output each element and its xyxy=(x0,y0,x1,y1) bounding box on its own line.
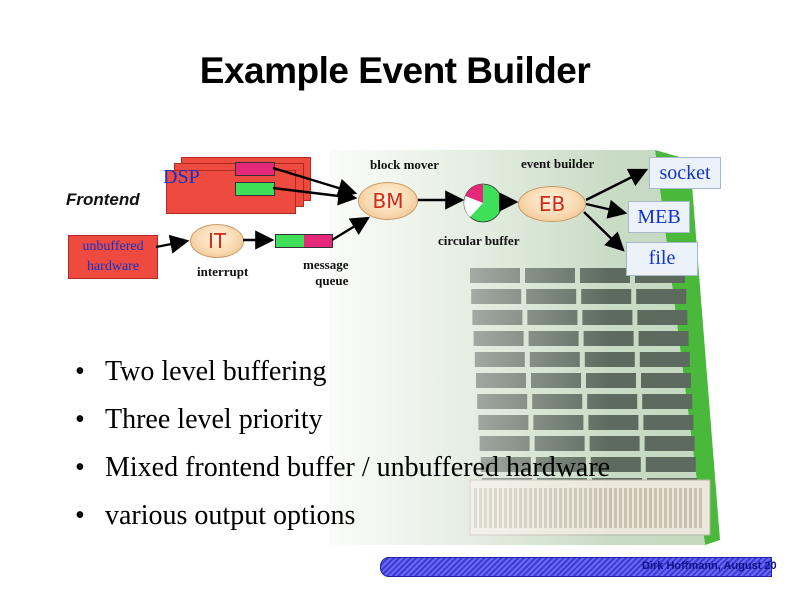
bullet-dot: • xyxy=(75,500,85,531)
bm-node: BM xyxy=(358,182,418,220)
connector-pin xyxy=(629,488,632,528)
block-mover-label: block mover xyxy=(370,157,439,172)
arrow-eb-to-file xyxy=(583,211,625,252)
unbuffered-label-line1: unbuffered xyxy=(82,239,144,254)
output-socket: socket xyxy=(649,157,721,189)
connector-pin xyxy=(639,488,642,528)
connector-pin xyxy=(609,488,612,528)
connector-pin xyxy=(694,488,697,528)
memory-chip xyxy=(636,289,687,304)
unbuffered-label-line2: hardware xyxy=(86,259,140,274)
interrupt-label: interrupt xyxy=(197,264,249,279)
connector-pin xyxy=(664,488,667,528)
slide-title: Example Event Builder xyxy=(199,50,591,91)
arrow-queue-to-bm xyxy=(331,216,371,242)
bullet-text: various output options xyxy=(105,500,356,531)
eb-label: EB xyxy=(538,192,566,216)
arrow-buffer-green-to-bm xyxy=(272,186,358,206)
bullet-dot: • xyxy=(75,356,85,387)
bm-label: BM xyxy=(372,189,404,213)
footer-bar xyxy=(380,557,772,577)
message-queue-slot-green xyxy=(276,235,304,247)
event-builder-label: event builder xyxy=(521,156,595,171)
connector-pin xyxy=(624,488,627,528)
footer-author-date: Dirk Hoffmann, August 20 xyxy=(642,560,777,572)
memory-chip xyxy=(642,394,693,409)
memory-chip xyxy=(643,415,694,430)
bullet-text: Mixed frontend buffer / unbuffered hardw… xyxy=(105,452,611,483)
message-queue-label: message queue xyxy=(303,257,349,289)
circular-buffer-label: circular buffer xyxy=(438,233,520,248)
unbuffered-hardware-box: unbuffered hardware xyxy=(68,235,158,279)
it-label: IT xyxy=(207,229,227,253)
output-file: file xyxy=(626,242,698,276)
connector-pin xyxy=(679,488,682,528)
memory-chip xyxy=(639,352,690,367)
connector-pin xyxy=(684,488,687,528)
message-queue-buffer xyxy=(275,234,333,248)
connector-pin xyxy=(674,488,677,528)
connector-pin xyxy=(699,488,702,528)
frontend-label: Frontend xyxy=(66,190,140,209)
arrow-eb-to-socket xyxy=(585,168,649,202)
memory-chip xyxy=(645,457,696,472)
connector-pin xyxy=(619,488,622,528)
connector-pin xyxy=(644,488,647,528)
connector-pin xyxy=(689,488,692,528)
connector-pin xyxy=(614,488,617,528)
dsp-label: DSP xyxy=(163,166,200,188)
arrow-unbuffered-to-it xyxy=(155,234,190,254)
memory-chip xyxy=(644,436,695,451)
memory-chip xyxy=(638,331,689,346)
bullet-dot: • xyxy=(75,404,85,435)
eb-node: EB xyxy=(518,186,586,222)
memory-chip xyxy=(641,373,691,388)
connector-pin xyxy=(634,488,637,528)
message-queue-slot-pink xyxy=(304,235,332,247)
output-meb: MEB xyxy=(628,201,690,233)
slide: Example Event Builder DSP Frontend unbuf… xyxy=(0,50,777,577)
bullet-dot: • xyxy=(75,452,85,483)
connector-pin xyxy=(669,488,672,528)
connector-pin xyxy=(649,488,652,528)
diagram-arrows xyxy=(155,166,649,254)
it-node: IT xyxy=(190,224,244,258)
memory-chip xyxy=(637,310,688,325)
bullet-text: Three level priority xyxy=(105,404,323,435)
message-queue-label-line2: queue xyxy=(315,273,349,288)
arrow-eb-to-meb xyxy=(585,199,628,219)
connector-pin xyxy=(654,488,657,528)
message-queue-label-line1: message xyxy=(303,257,349,272)
connector-pin xyxy=(659,488,662,528)
bullet-text: Two level buffering xyxy=(105,356,327,387)
